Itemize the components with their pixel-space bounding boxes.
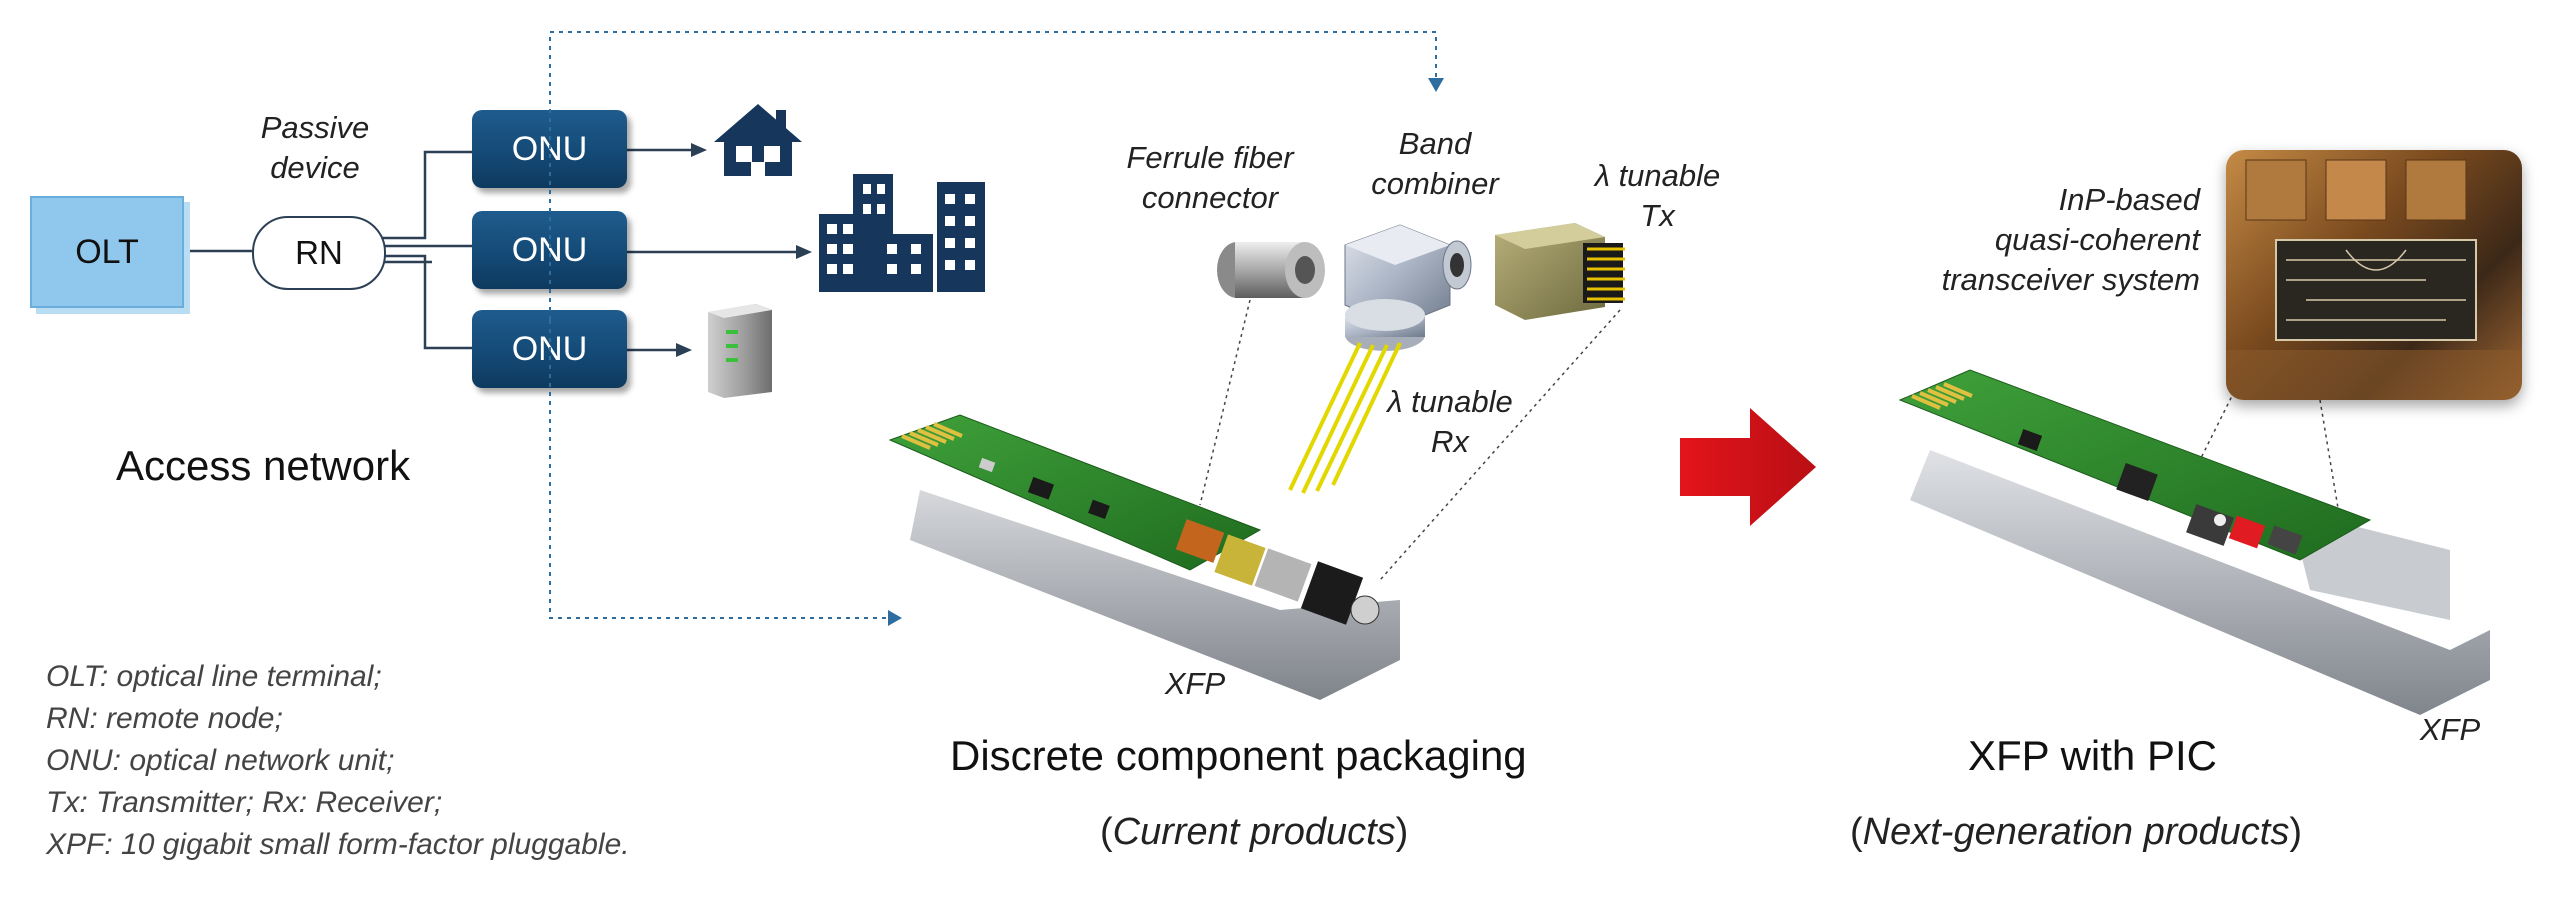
legend-tx-rx: Tx: Transmitter; Rx: Receiver; [46, 786, 443, 819]
legend-onu: ONU: optical network unit; [46, 744, 395, 777]
xfp-module-pic [1898, 369, 2490, 715]
rn-label: RN [295, 234, 343, 271]
tunable-rx-label: λ tunable Rx [1387, 384, 1513, 459]
pic-title: XFP with PIC [1968, 732, 2217, 779]
legend: OLT: optical line terminal; RN: remote n… [46, 656, 630, 866]
access-network-title: Access network [116, 442, 411, 489]
discrete-title: Discrete component packaging [950, 732, 1527, 779]
pic-chip-photo [2226, 150, 2522, 400]
paren-open: ( [1100, 811, 1113, 853]
paren-open: ( [1850, 811, 1863, 853]
paren-close: ) [2289, 811, 2302, 853]
house-icon [714, 104, 802, 176]
tunable-tx-label: λ tunable Tx [1594, 158, 1721, 233]
paren-close: ) [1395, 811, 1409, 853]
chip-detail [2226, 159, 2522, 400]
buildings-icon [819, 174, 985, 292]
ferrule-label: Ferrule fiber connector [1126, 140, 1294, 215]
olt-label: OLT [75, 232, 139, 271]
inp-transceiver-label: InP-based quasi-coherent transceiver sys… [1941, 182, 2200, 297]
legend-rn: RN: remote node; [46, 702, 283, 735]
xfp-module-discrete [888, 414, 1400, 700]
discrete-subtitle: (Current products) [1100, 808, 1408, 856]
onu-box-2: ONU [472, 211, 627, 289]
pic-subtitle: (Next-generation products) [1850, 808, 2302, 856]
xfp-label-discrete: XFP [1164, 666, 1226, 701]
discrete-subtitle-text: Current products [1112, 811, 1396, 853]
component-assembly [1217, 223, 1625, 494]
network-links [182, 143, 812, 357]
server-icon [708, 304, 772, 398]
remote-node: RN [252, 216, 386, 290]
legend-olt: OLT: optical line terminal; [46, 660, 382, 693]
olt-box: OLT [30, 196, 184, 308]
band-combiner-label: Band combiner [1371, 126, 1499, 201]
red-transition-arrow [1680, 408, 1816, 526]
pic-subtitle-text: Next-generation products [1862, 811, 2290, 853]
passive-device-label: Passive device [260, 110, 370, 185]
xfp-label-pic: XFP [2419, 712, 2481, 747]
legend-xpf: XPF: 10 gigabit small form-factor plugga… [46, 828, 630, 861]
